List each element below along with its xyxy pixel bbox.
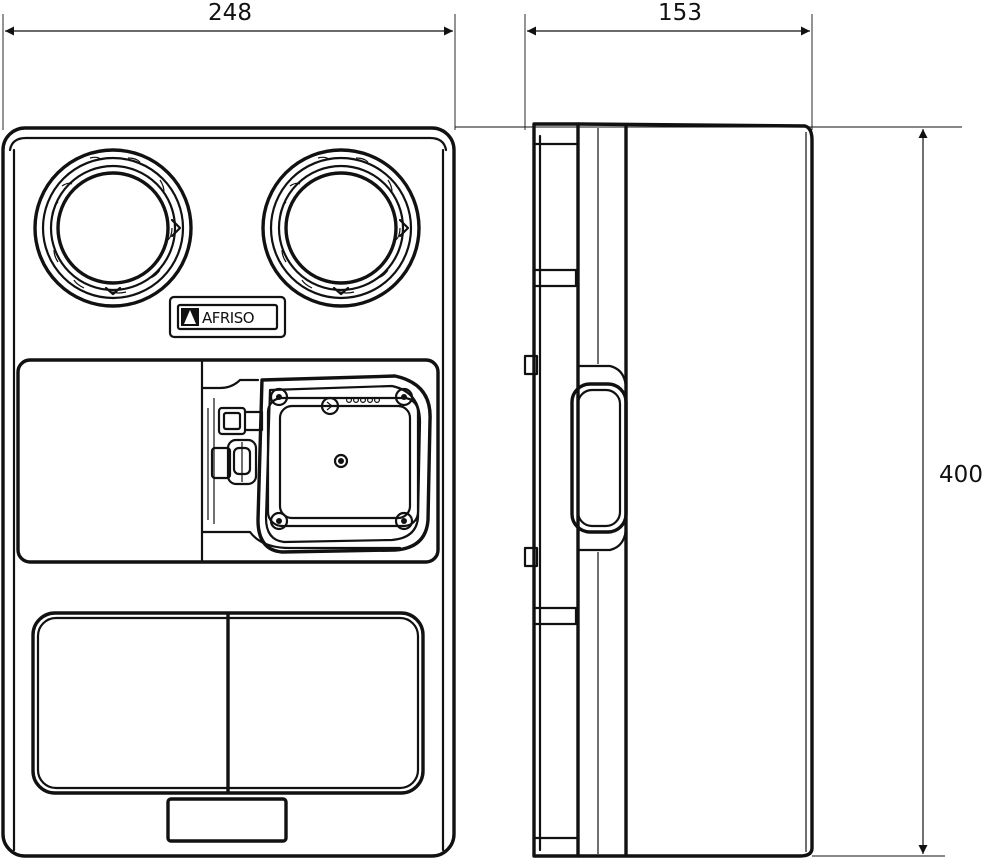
insulation-shell	[31, 611, 425, 795]
dimension-width-label: 248	[208, 0, 252, 26]
dimension-height: 400	[455, 126, 983, 857]
brand-logo: AFRISO	[168, 295, 287, 339]
dimension-height-label: 400	[939, 462, 983, 488]
dimension-depth-label: 153	[658, 0, 702, 26]
dimension-width: 248	[2, 0, 456, 130]
pipe-connector-right	[261, 148, 421, 308]
brand-logo-text: AFRISO	[202, 309, 254, 327]
label-slot	[166, 797, 288, 843]
front-view: AFRISO	[1, 126, 456, 858]
side-view	[523, 122, 814, 858]
circulation-pump	[207, 374, 432, 554]
dimension-depth: 153	[524, 0, 813, 130]
pipe-connector-left	[33, 148, 193, 308]
